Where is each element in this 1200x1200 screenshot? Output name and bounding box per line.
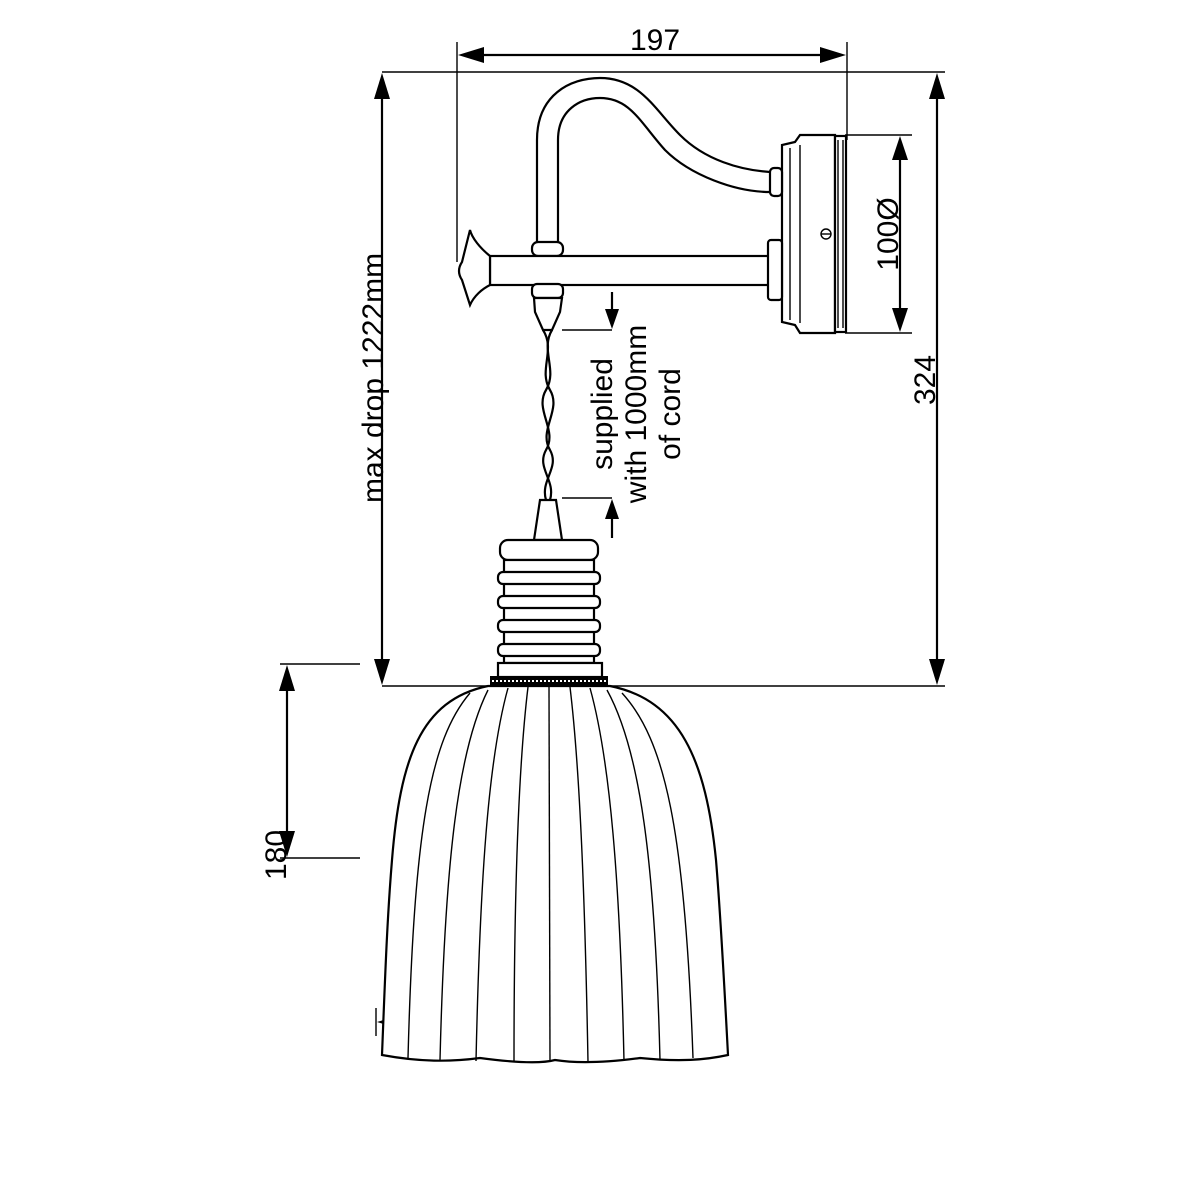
dimension-max-drop: max drop 1222mm xyxy=(357,71,945,687)
fluted-glass-shade xyxy=(380,684,730,1064)
horizontal-rod xyxy=(457,229,784,309)
cord-assembly xyxy=(532,296,564,501)
arm-length-label: 197 xyxy=(630,24,680,57)
dimension-cord-length: supplied with 1000mm of cord xyxy=(562,292,687,538)
dimension-backplate-diameter: 100Ø xyxy=(845,134,912,334)
cord-label-line1: supplied xyxy=(586,358,619,470)
cord-label-line3: of cord xyxy=(654,368,687,460)
dimension-arm-length: 197 xyxy=(456,24,848,262)
dimension-shade-height: 180 xyxy=(260,663,360,880)
lamp-holder xyxy=(490,498,608,686)
cord-label-line2: with 1000mm xyxy=(620,325,653,504)
backplate-diameter-label: 100Ø xyxy=(872,197,905,270)
wall-backplate xyxy=(780,133,848,335)
wall-height-label: 324 xyxy=(909,355,942,405)
dimension-wall-height: 324 xyxy=(909,73,945,685)
swan-neck-arm xyxy=(530,76,784,258)
shade-height-label: 180 xyxy=(260,830,293,880)
max-drop-label: max drop 1222mm xyxy=(357,253,390,503)
